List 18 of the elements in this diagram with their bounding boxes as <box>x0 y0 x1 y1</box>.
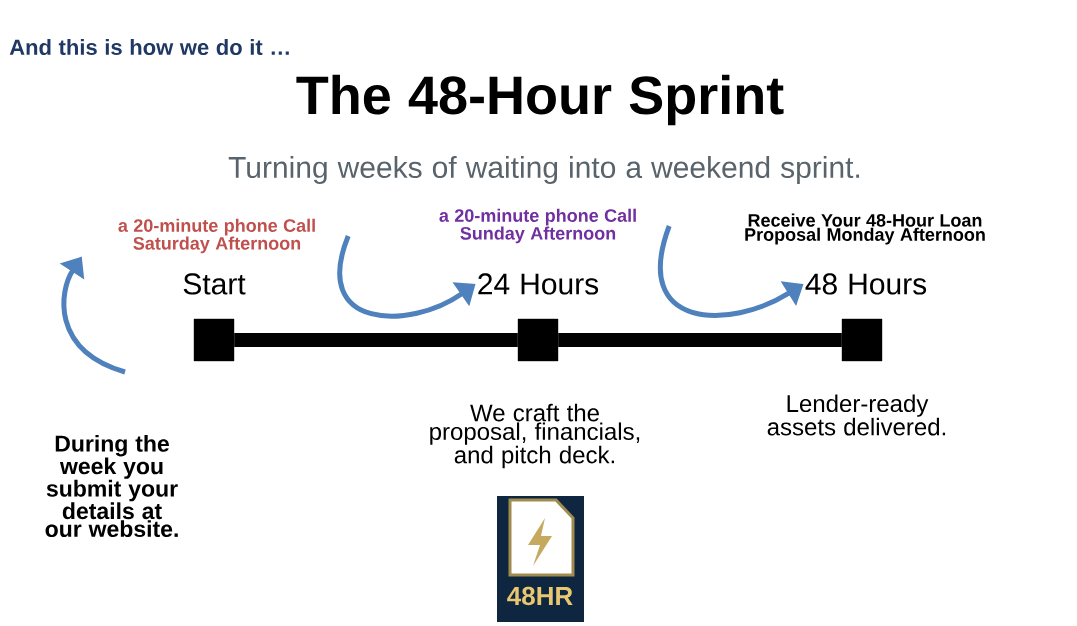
heading: And this is how we do it … <box>9 38 289 56</box>
milestone-label: 24 Hours <box>478 273 599 295</box>
milestone-square <box>193 318 235 362</box>
step-description: During the week you submit your details at our website. <box>45 434 178 538</box>
milestone-square <box>841 318 883 362</box>
call-note: a 20-minute phone Call Saturday Afternoon <box>118 218 315 254</box>
milestone-label: 48 Hours <box>805 273 927 295</box>
milestone-square <box>517 318 559 362</box>
step-description: Lender-ready assets delivered. <box>767 394 946 436</box>
call-note: a 20-minute phone Call Sunday Afternoon <box>439 208 636 244</box>
subtitle: Turning weeks of waiting into a weekend sprint. <box>228 156 860 184</box>
result-note: Receive Your 48-Hour Loan Proposal Monday Afternoon <box>745 213 985 245</box>
step-description: We craft the proposal, financials, and pitch deck. <box>430 403 640 469</box>
timeline-bar <box>558 333 842 347</box>
icon-caption: 48HR <box>507 586 573 606</box>
milestone-label: Start <box>183 273 246 295</box>
timeline-bar <box>234 333 518 347</box>
title: The 48-Hour Sprint <box>296 74 784 126</box>
